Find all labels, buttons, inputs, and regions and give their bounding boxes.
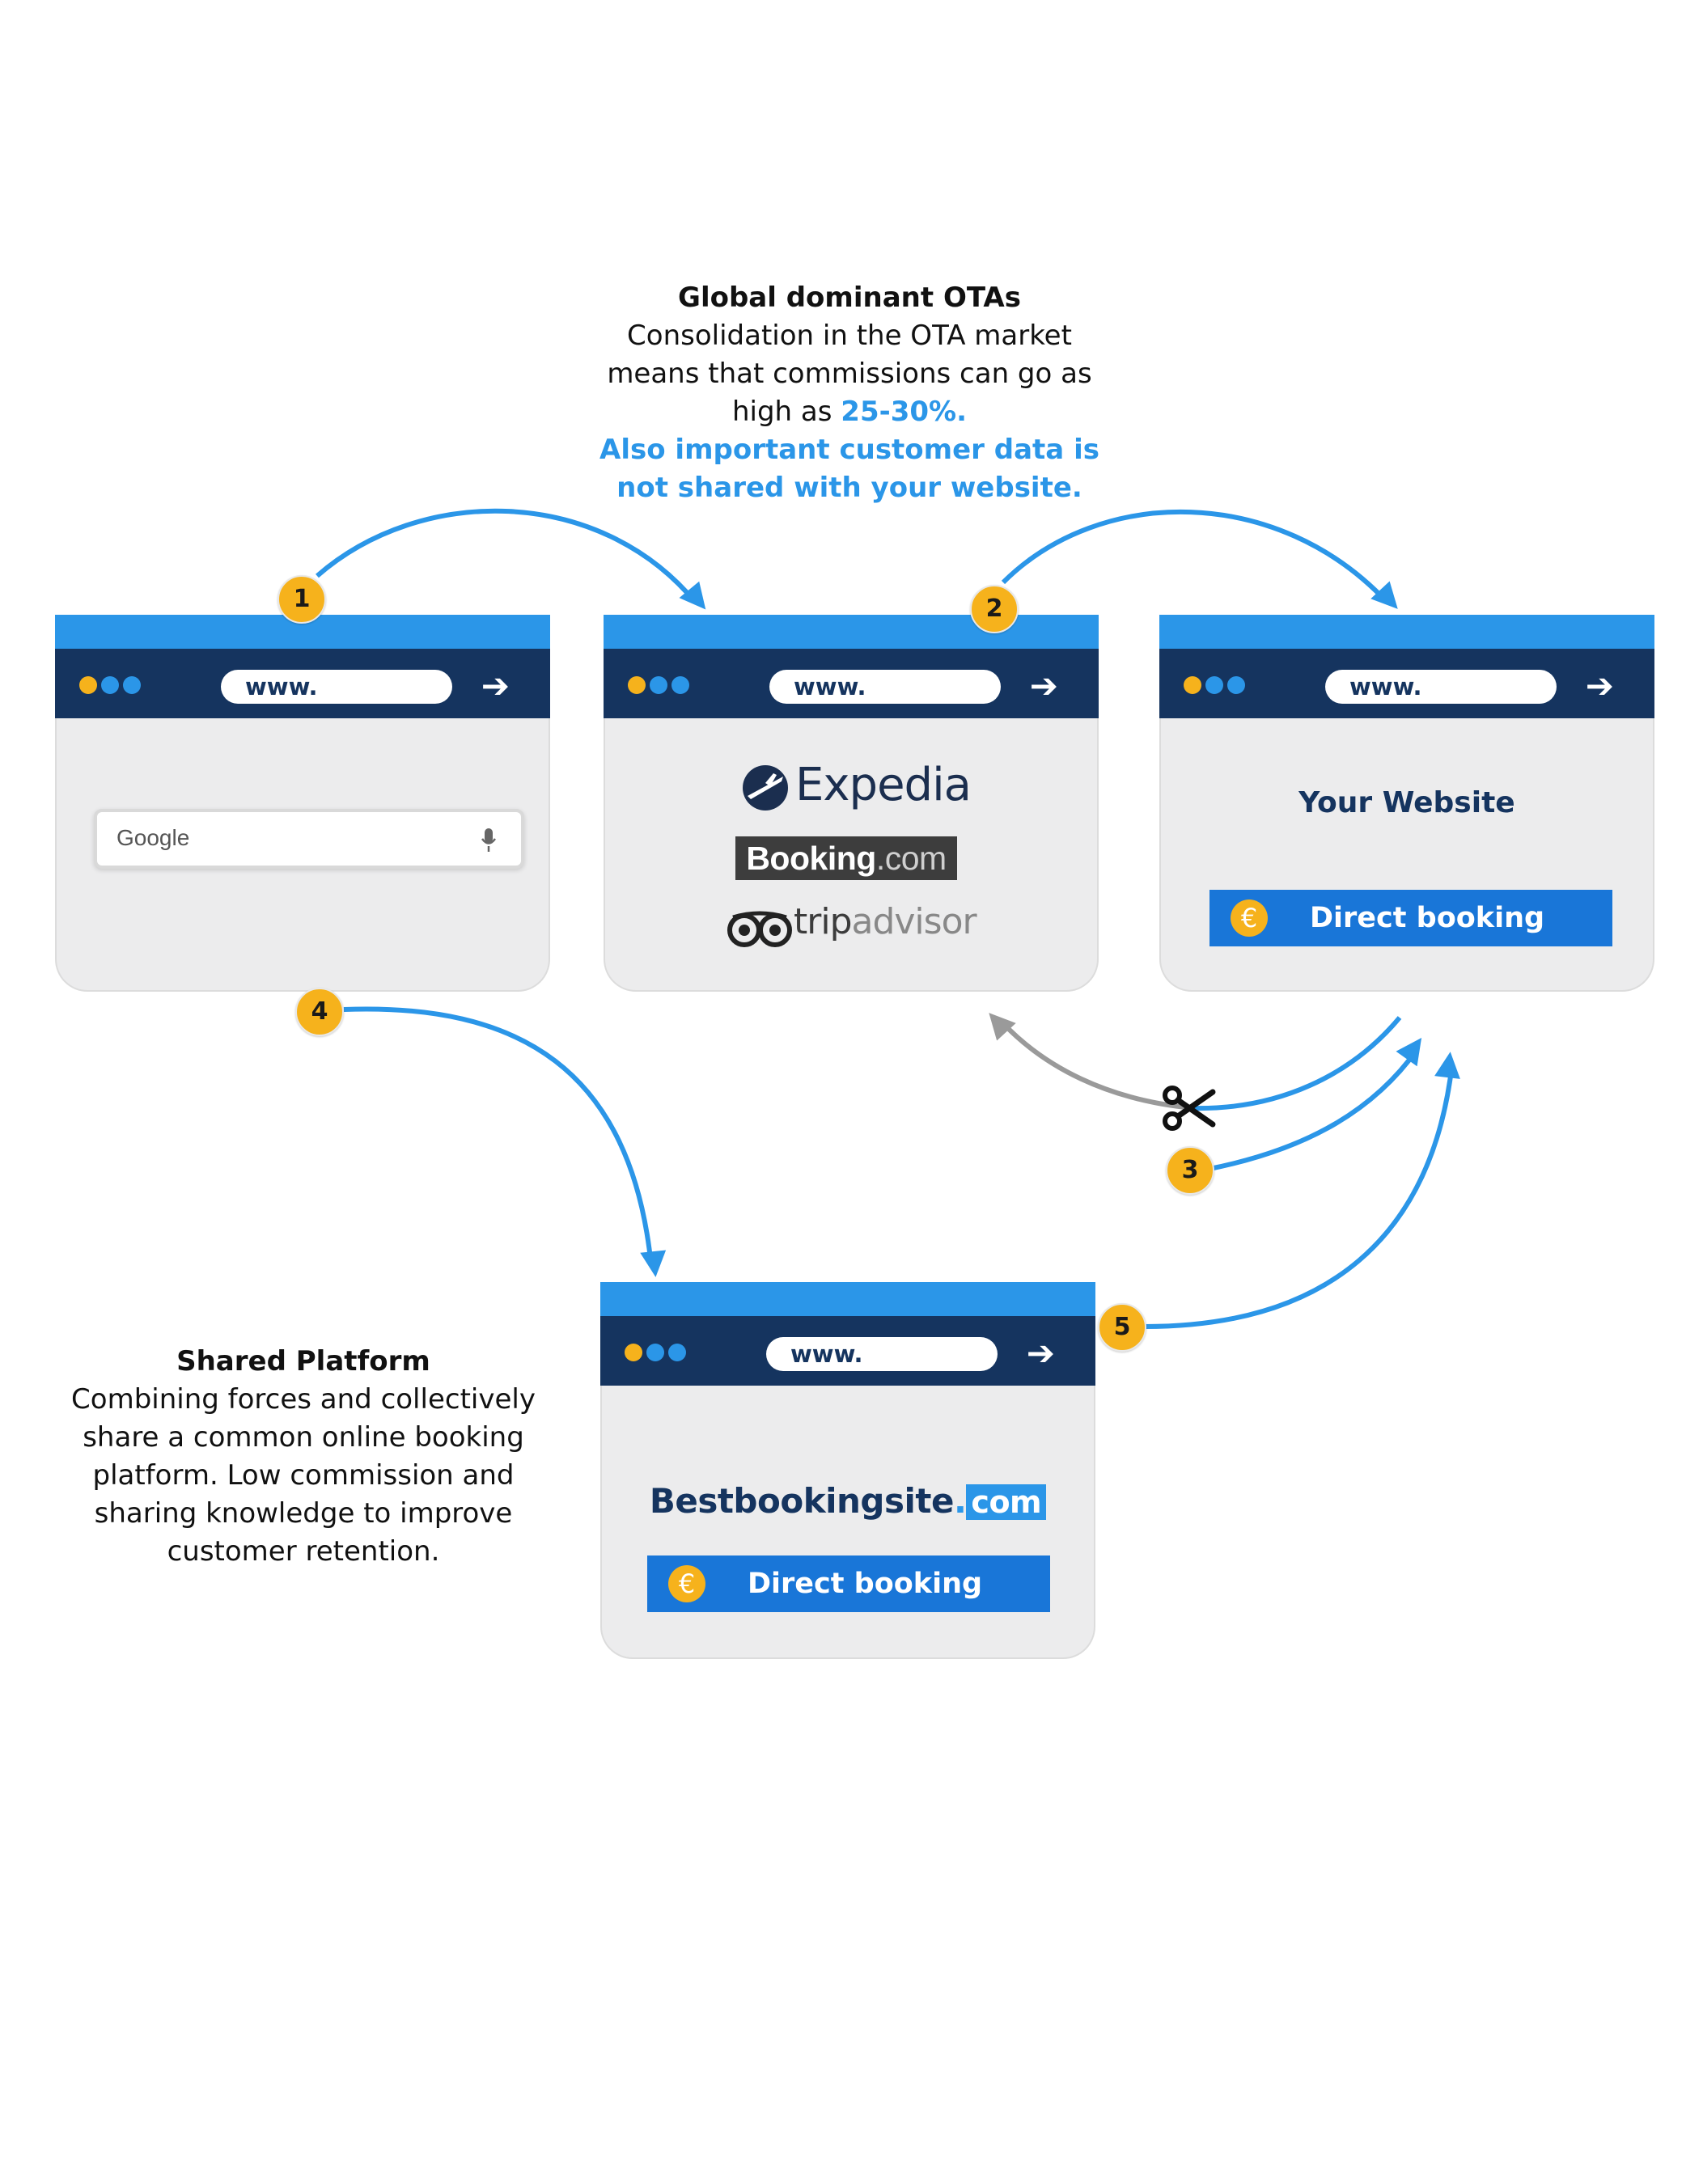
window-dot-icon	[101, 676, 119, 694]
google-search-box[interactable]: Google	[94, 809, 524, 869]
bestbookingsite-com: com	[966, 1484, 1047, 1520]
window-dot-icon	[123, 676, 141, 694]
bestbookingsite-dot: .	[953, 1481, 967, 1521]
direct-booking-label: Direct booking	[747, 1568, 983, 1600]
shared-note-line: sharing knowledge to improve	[94, 1497, 513, 1530]
tripadvisor-owl-icon	[727, 911, 792, 947]
booking-logo-main: Booking	[746, 840, 876, 877]
shared-note-heading: Shared Platform	[176, 1345, 430, 1378]
browser-search: www. ➔ Google	[55, 615, 550, 992]
euro-coin-icon: €	[668, 1565, 705, 1602]
window-dot-icon	[646, 1344, 664, 1361]
step-badge-4: 4	[295, 988, 344, 1036]
ota-note-line: means that commissions can go as	[607, 358, 1092, 390]
browser-content: Expedia Booking.com tripadvisor	[604, 718, 1099, 992]
bestbookingsite-brand: Bestbookingsite	[649, 1481, 955, 1521]
tripadvisor-logo: tripadvisor	[794, 901, 977, 942]
direct-booking-label: Direct booking	[1309, 902, 1545, 934]
ota-note: Global dominant OTAs Consolidation in th…	[566, 279, 1133, 507]
url-field[interactable]: www.	[221, 670, 452, 704]
ota-note-warning: Also important customer data is	[599, 434, 1099, 466]
browser-content: Google	[55, 718, 550, 992]
url-field[interactable]: www.	[1325, 670, 1557, 704]
window-dot-icon	[668, 1344, 686, 1361]
window-dot-icon	[650, 676, 667, 694]
window-dot-icon	[79, 676, 97, 694]
shared-note-line: customer retention.	[167, 1535, 440, 1568]
browser-tab-strip	[600, 1282, 1095, 1316]
window-dot-icon	[671, 676, 689, 694]
direct-booking-button[interactable]: € Direct booking	[1209, 890, 1612, 946]
expedia-logo: Expedia	[795, 759, 972, 811]
step-badge-3: 3	[1166, 1146, 1214, 1195]
ota-note-line: Consolidation in the OTA market	[627, 320, 1072, 352]
browser-address-bar: www. ➔	[604, 649, 1099, 718]
go-arrow-icon[interactable]: ➔	[1029, 666, 1058, 705]
arrow-4	[343, 1006, 667, 1277]
window-dot-icon	[1205, 676, 1223, 694]
browser-address-bar: www. ➔	[55, 649, 550, 718]
arrow-cut-data	[989, 1013, 1194, 1111]
window-dot-icon	[628, 676, 646, 694]
window-dot-icon	[625, 1344, 642, 1361]
your-website-title: Your Website	[1298, 786, 1515, 819]
go-arrow-icon[interactable]: ➔	[1026, 1333, 1055, 1373]
window-dot-icon	[1184, 676, 1201, 694]
shared-note-line: platform. Low commission and	[92, 1459, 515, 1492]
scissors-icon	[1163, 1086, 1216, 1131]
browser-otas: www. ➔ Expedia Booking.com tripadvisor	[604, 615, 1099, 992]
tripadvisor-logo-b: advisor	[851, 901, 977, 942]
shared-note-line: share a common online booking	[83, 1421, 524, 1454]
arrow-1	[316, 508, 706, 610]
direct-booking-button[interactable]: € Direct booking	[647, 1555, 1050, 1612]
google-logo: Google	[116, 825, 190, 850]
url-field[interactable]: www.	[766, 1337, 998, 1371]
window-dot-icon	[1227, 676, 1245, 694]
browser-address-bar: www. ➔	[600, 1316, 1095, 1386]
ota-note-warning: not shared with your website.	[616, 472, 1082, 504]
arrow-5	[1144, 1052, 1460, 1329]
step-badge-5: 5	[1098, 1303, 1146, 1352]
go-arrow-icon[interactable]: ➔	[481, 666, 510, 705]
browser-content: Your Website € Direct booking	[1159, 718, 1654, 992]
ota-note-line: high as 25-30%.	[566, 393, 1133, 431]
arrow-cut-data-start	[1193, 1016, 1402, 1111]
booking-logo-com: .com	[875, 840, 947, 877]
tripadvisor-logo-a: trip	[794, 901, 852, 942]
expedia-globe-icon	[743, 765, 788, 811]
commission-highlight: 25-30%.	[841, 396, 968, 428]
step-badge-1: 1	[277, 575, 326, 624]
url-field[interactable]: www.	[769, 670, 1001, 704]
go-arrow-icon[interactable]: ➔	[1585, 666, 1614, 705]
ota-note-text: high as	[731, 396, 841, 428]
shared-note: Shared Platform Combining forces and col…	[57, 1343, 550, 1571]
browser-address-bar: www. ➔	[1159, 649, 1654, 718]
browser-shared-platform: www. ➔ Bestbookingsite.com € Direct book…	[600, 1282, 1095, 1659]
browser-your-website: www. ➔ Your Website € Direct booking	[1159, 615, 1654, 992]
browser-content: Bestbookingsite.com € Direct booking	[600, 1386, 1095, 1659]
microphone-icon[interactable]	[481, 827, 497, 854]
shared-note-line: Combining forces and collectively	[71, 1383, 536, 1416]
browser-tab-strip	[1159, 615, 1654, 649]
euro-coin-icon: €	[1231, 899, 1268, 937]
arrow-2	[1001, 509, 1398, 609]
browser-tab-strip	[604, 615, 1099, 649]
ota-note-heading: Global dominant OTAs	[678, 281, 1021, 314]
booking-logo: Booking.com	[735, 836, 957, 880]
arrow-3	[1209, 1037, 1422, 1171]
step-badge-2: 2	[970, 585, 1019, 633]
bestbookingsite-logo: Bestbookingsite.com	[602, 1481, 1094, 1521]
